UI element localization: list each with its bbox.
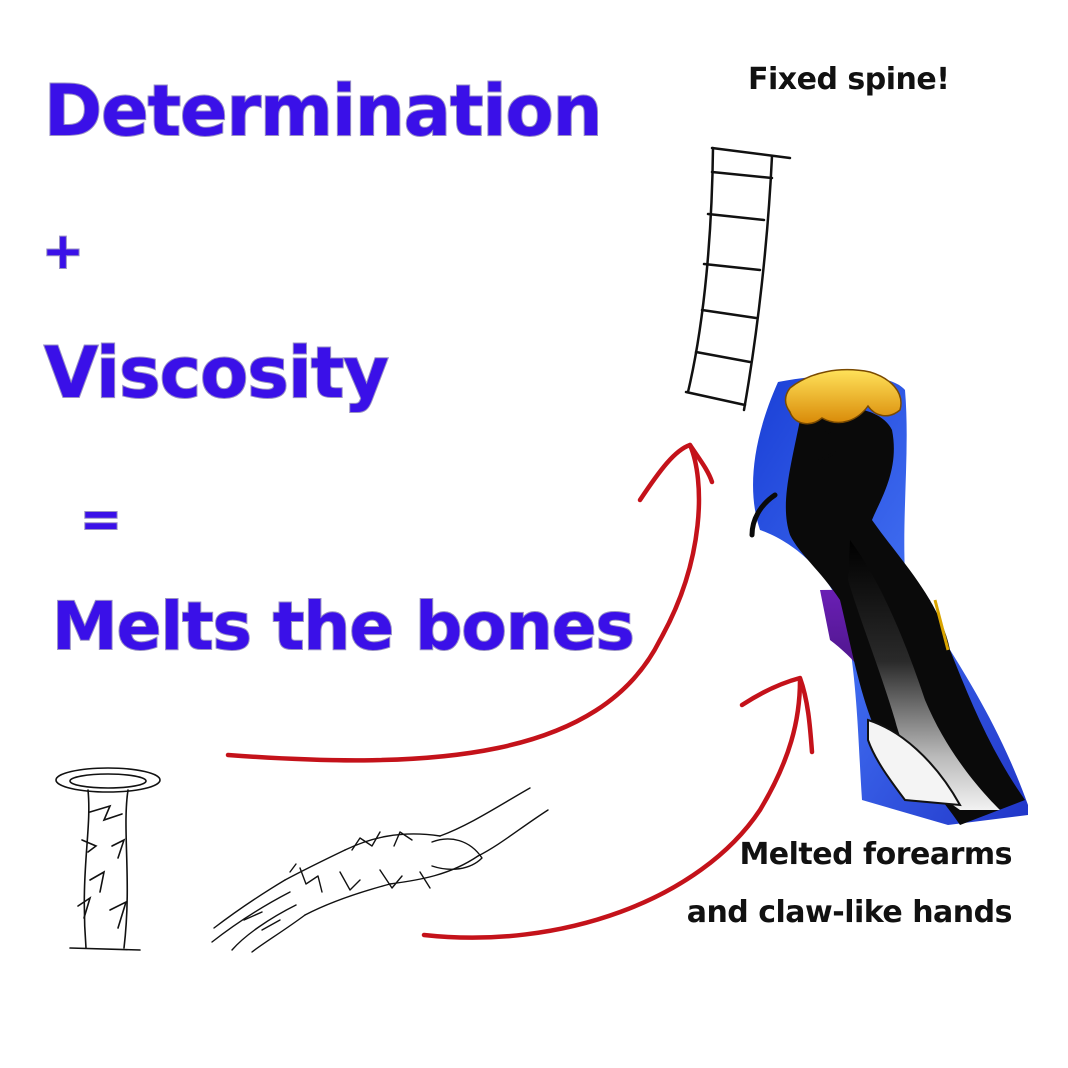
lower-arrow	[421, 677, 803, 940]
upper-arrow	[225, 442, 702, 763]
upper-arrowhead	[637, 442, 715, 503]
spine-annotation: Fixed spine!	[748, 62, 950, 97]
lower-arrowhead	[739, 675, 815, 755]
melted-bone-sketch	[55, 767, 161, 951]
gold-flame	[784, 369, 902, 425]
melted-hand-sketch	[211, 787, 549, 953]
grey-forearm-highlight	[848, 540, 1000, 810]
forearm-annotation-line1: Melted forearms	[739, 837, 1012, 872]
forearm-annotation-line2: and claw-like hands	[686, 895, 1013, 930]
equation-term-viscosity: Viscosity	[43, 331, 390, 415]
equation-term-determination: Determination	[43, 69, 603, 153]
gold-trim	[933, 599, 950, 651]
white-cuff	[867, 718, 962, 807]
spine-drawing	[684, 146, 792, 412]
melted-forearm-illustration	[749, 369, 1028, 825]
equation-plus-sign: +	[41, 221, 85, 281]
forearm-annotation: Melted forearms and claw-like hands	[686, 826, 1013, 942]
claw-fingers	[787, 428, 839, 490]
equation-result: Melts the bones	[51, 587, 636, 666]
equation-equals-sign: =	[79, 489, 123, 549]
arrows	[225, 442, 815, 940]
black-forearm	[785, 407, 1025, 825]
